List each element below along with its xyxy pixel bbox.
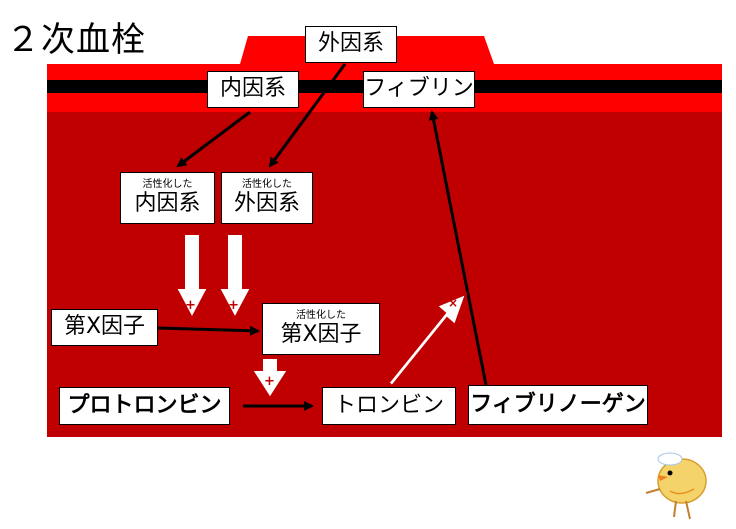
block-arrow-intrinsic <box>174 233 210 321</box>
block-arrow-extrinsic <box>217 233 253 321</box>
arrow-factorx-to-activated <box>157 325 260 336</box>
box-fibrin-label: フィブリン <box>364 76 474 102</box>
box-extrinsic-top-label: 外因系 <box>317 31 384 57</box>
box-intrinsic-top-label: 内因系 <box>219 76 286 102</box>
chick-illustration <box>645 452 707 520</box>
page-title: ２次血栓 <box>6 20 146 60</box>
box-factor-x: 第X因子 <box>51 309 158 346</box>
box-activated-intrinsic-label: 内因系 <box>134 191 201 217</box>
vessel-body <box>47 112 722 437</box>
plus-sign-extrinsic: + <box>228 298 239 313</box>
arrow-intrinsic-to-activated <box>176 110 251 168</box>
box-activated-extrinsic-label: 外因系 <box>233 191 300 217</box>
activated-prefix-3: 活性化した <box>296 310 346 322</box>
arrow-fibrinogen-to-fibrin <box>428 110 488 386</box>
box-fibrinogen: フィブリノーゲン <box>468 385 648 425</box>
activated-prefix-2: 活性化した <box>242 179 292 191</box>
box-factor-x-label: 第X因子 <box>63 314 146 340</box>
plus-sign-factorx: + <box>264 374 275 389</box>
box-intrinsic-top: 内因系 <box>207 71 299 108</box>
box-activated-factor-x-label: 第X因子 <box>280 322 362 348</box>
box-activated-factor-x: 活性化した 第X因子 <box>262 303 380 355</box>
box-extrinsic-top: 外因系 <box>305 26 397 63</box>
box-thrombin-label: トロンビン <box>333 392 444 418</box>
box-activated-intrinsic: 活性化した 内因系 <box>120 172 215 224</box>
block-arrow-factorx <box>250 357 290 400</box>
block-arrow-thrombin <box>381 292 468 388</box>
cross-sign-thrombin: × <box>448 296 459 310</box>
box-fibrinogen-label: フィブリノーゲン <box>470 391 646 417</box>
box-thrombin: トロンビン <box>322 387 456 425</box>
box-fibrin: フィブリン <box>363 71 475 108</box>
plus-sign-intrinsic: + <box>185 298 196 313</box>
box-prothrombin-label: プロトロンビン <box>67 392 222 418</box>
activated-prefix-1: 活性化した <box>142 179 193 191</box>
box-prothrombin: プロトロンビン <box>59 387 230 425</box>
arrow-extrinsic-to-activated <box>268 63 347 168</box>
box-activated-extrinsic: 活性化した 外因系 <box>221 172 313 224</box>
